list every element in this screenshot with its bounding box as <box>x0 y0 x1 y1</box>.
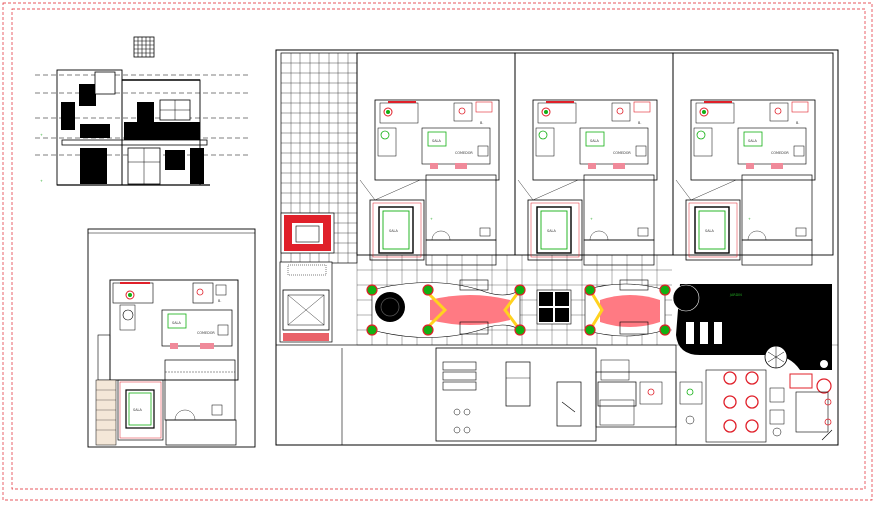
corner-lounge <box>789 373 833 441</box>
dimension-mark: + <box>430 217 433 221</box>
room-label: B. <box>218 299 221 303</box>
room-label: B. <box>480 121 483 125</box>
room-label: B. <box>796 121 799 125</box>
dining-tables <box>705 369 785 443</box>
site-plan: B. SALA COMEDOR SALA <box>275 49 839 446</box>
checkered-patio <box>536 289 572 325</box>
room-label: SALA <box>133 408 143 412</box>
room-label: SALA <box>705 229 715 233</box>
room-label: B. <box>638 121 641 125</box>
room-label: SALA <box>547 229 557 233</box>
room-label: COMEDOR <box>197 331 215 335</box>
housing-unit-1: B. SALA COMEDOR SALA <box>356 52 516 266</box>
service-block <box>597 359 703 426</box>
housing-unit-2: B. SALA COMEDOR SALA <box>514 52 674 266</box>
dimension-mark: + <box>748 217 751 221</box>
garden-walkway-left <box>366 279 526 338</box>
grid-symbol <box>133 36 155 58</box>
room-label: COMEDOR <box>771 151 789 155</box>
dimension-mark: + <box>590 217 593 221</box>
room-label: COMEDOR <box>613 151 631 155</box>
level-mark: + <box>40 179 43 183</box>
front-elevation: + + <box>35 36 250 186</box>
room-label: SALA <box>590 139 600 143</box>
red-sofa-set <box>280 212 335 254</box>
room-label: COMEDOR <box>455 151 473 155</box>
single-unit-plan: B. SALA COMEDOR SALA <box>87 228 256 448</box>
inner-border <box>11 8 866 490</box>
level-mark: + <box>40 133 43 137</box>
housing-unit-3: B. SALA COMEDOR SALA <box>672 52 834 266</box>
room-label: SALA <box>172 321 182 325</box>
swimming-pool <box>672 284 832 370</box>
car-parking <box>279 261 333 343</box>
room-label: SALA <box>748 139 758 143</box>
room-label: SALA <box>432 139 442 143</box>
room-label: JARDIN <box>729 293 742 297</box>
outdoor-furniture <box>442 361 582 434</box>
garden-walkway-right <box>584 279 671 337</box>
room-label: SALA <box>389 229 399 233</box>
